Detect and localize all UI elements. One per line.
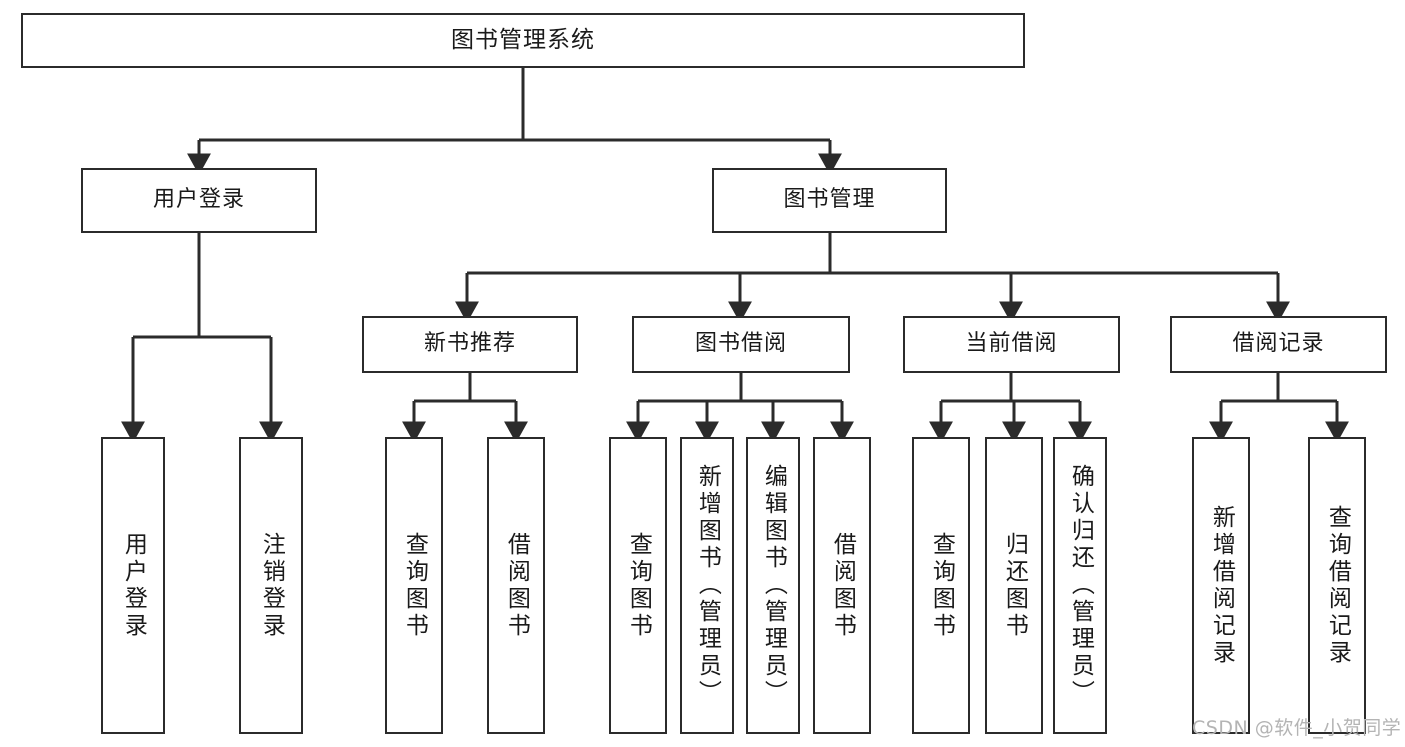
node-leaf[interactable]: 新增借阅记录: [1192, 437, 1250, 734]
node-level2-user-login[interactable]: 用户登录: [81, 168, 317, 233]
node-label: 查询图书: [625, 531, 652, 640]
node-leaf[interactable]: 确认归还（管理员）: [1053, 437, 1107, 734]
node-label: 当前借阅: [965, 331, 1058, 357]
node-level3-borrow-records[interactable]: 借阅记录: [1170, 316, 1387, 373]
node-level2-book-management[interactable]: 图书管理: [712, 168, 947, 233]
node-level3-book-borrow[interactable]: 图书借阅: [632, 316, 850, 373]
node-label: 归还图书: [1001, 531, 1028, 640]
watermark-text: CSDN @软件_小贺同学: [1192, 717, 1402, 739]
node-label: 图书管理: [783, 187, 876, 213]
node-level3-new-book-recommend[interactable]: 新书推荐: [362, 316, 578, 373]
node-label: 借阅图书: [503, 531, 530, 640]
node-leaf[interactable]: 注销登录: [239, 437, 303, 734]
node-label: 查询图书: [401, 531, 428, 640]
node-label: 新增图书（管理员）: [694, 464, 721, 707]
node-label: 用户登录: [152, 187, 245, 213]
node-label: 确认归还（管理员）: [1067, 464, 1094, 707]
node-label: 用户登录: [120, 531, 147, 640]
node-label: 查询借阅记录: [1324, 504, 1351, 667]
node-root[interactable]: 图书管理系统: [21, 13, 1025, 68]
node-leaf[interactable]: 查询借阅记录: [1308, 437, 1366, 734]
node-leaf[interactable]: 新增图书（管理员）: [680, 437, 734, 734]
node-leaf[interactable]: 借阅图书: [813, 437, 871, 734]
node-label: 查询图书: [928, 531, 955, 640]
node-label: 注销登录: [258, 531, 285, 640]
node-label: 图书管理系统: [451, 26, 595, 53]
node-leaf[interactable]: 查询图书: [385, 437, 443, 734]
node-label: 图书借阅: [694, 331, 787, 357]
node-leaf[interactable]: 查询图书: [912, 437, 970, 734]
node-level3-current-borrow[interactable]: 当前借阅: [903, 316, 1120, 373]
node-label: 新增借阅记录: [1208, 504, 1235, 667]
node-leaf[interactable]: 借阅图书: [487, 437, 545, 734]
node-label: 借阅记录: [1232, 331, 1325, 357]
node-label: 借阅图书: [829, 531, 856, 640]
node-leaf[interactable]: 编辑图书（管理员）: [746, 437, 800, 734]
node-leaf[interactable]: 查询图书: [609, 437, 667, 734]
node-leaf[interactable]: 用户登录: [101, 437, 165, 734]
node-label: 新书推荐: [423, 331, 516, 357]
node-leaf[interactable]: 归还图书: [985, 437, 1043, 734]
node-label: 编辑图书（管理员）: [760, 464, 787, 707]
